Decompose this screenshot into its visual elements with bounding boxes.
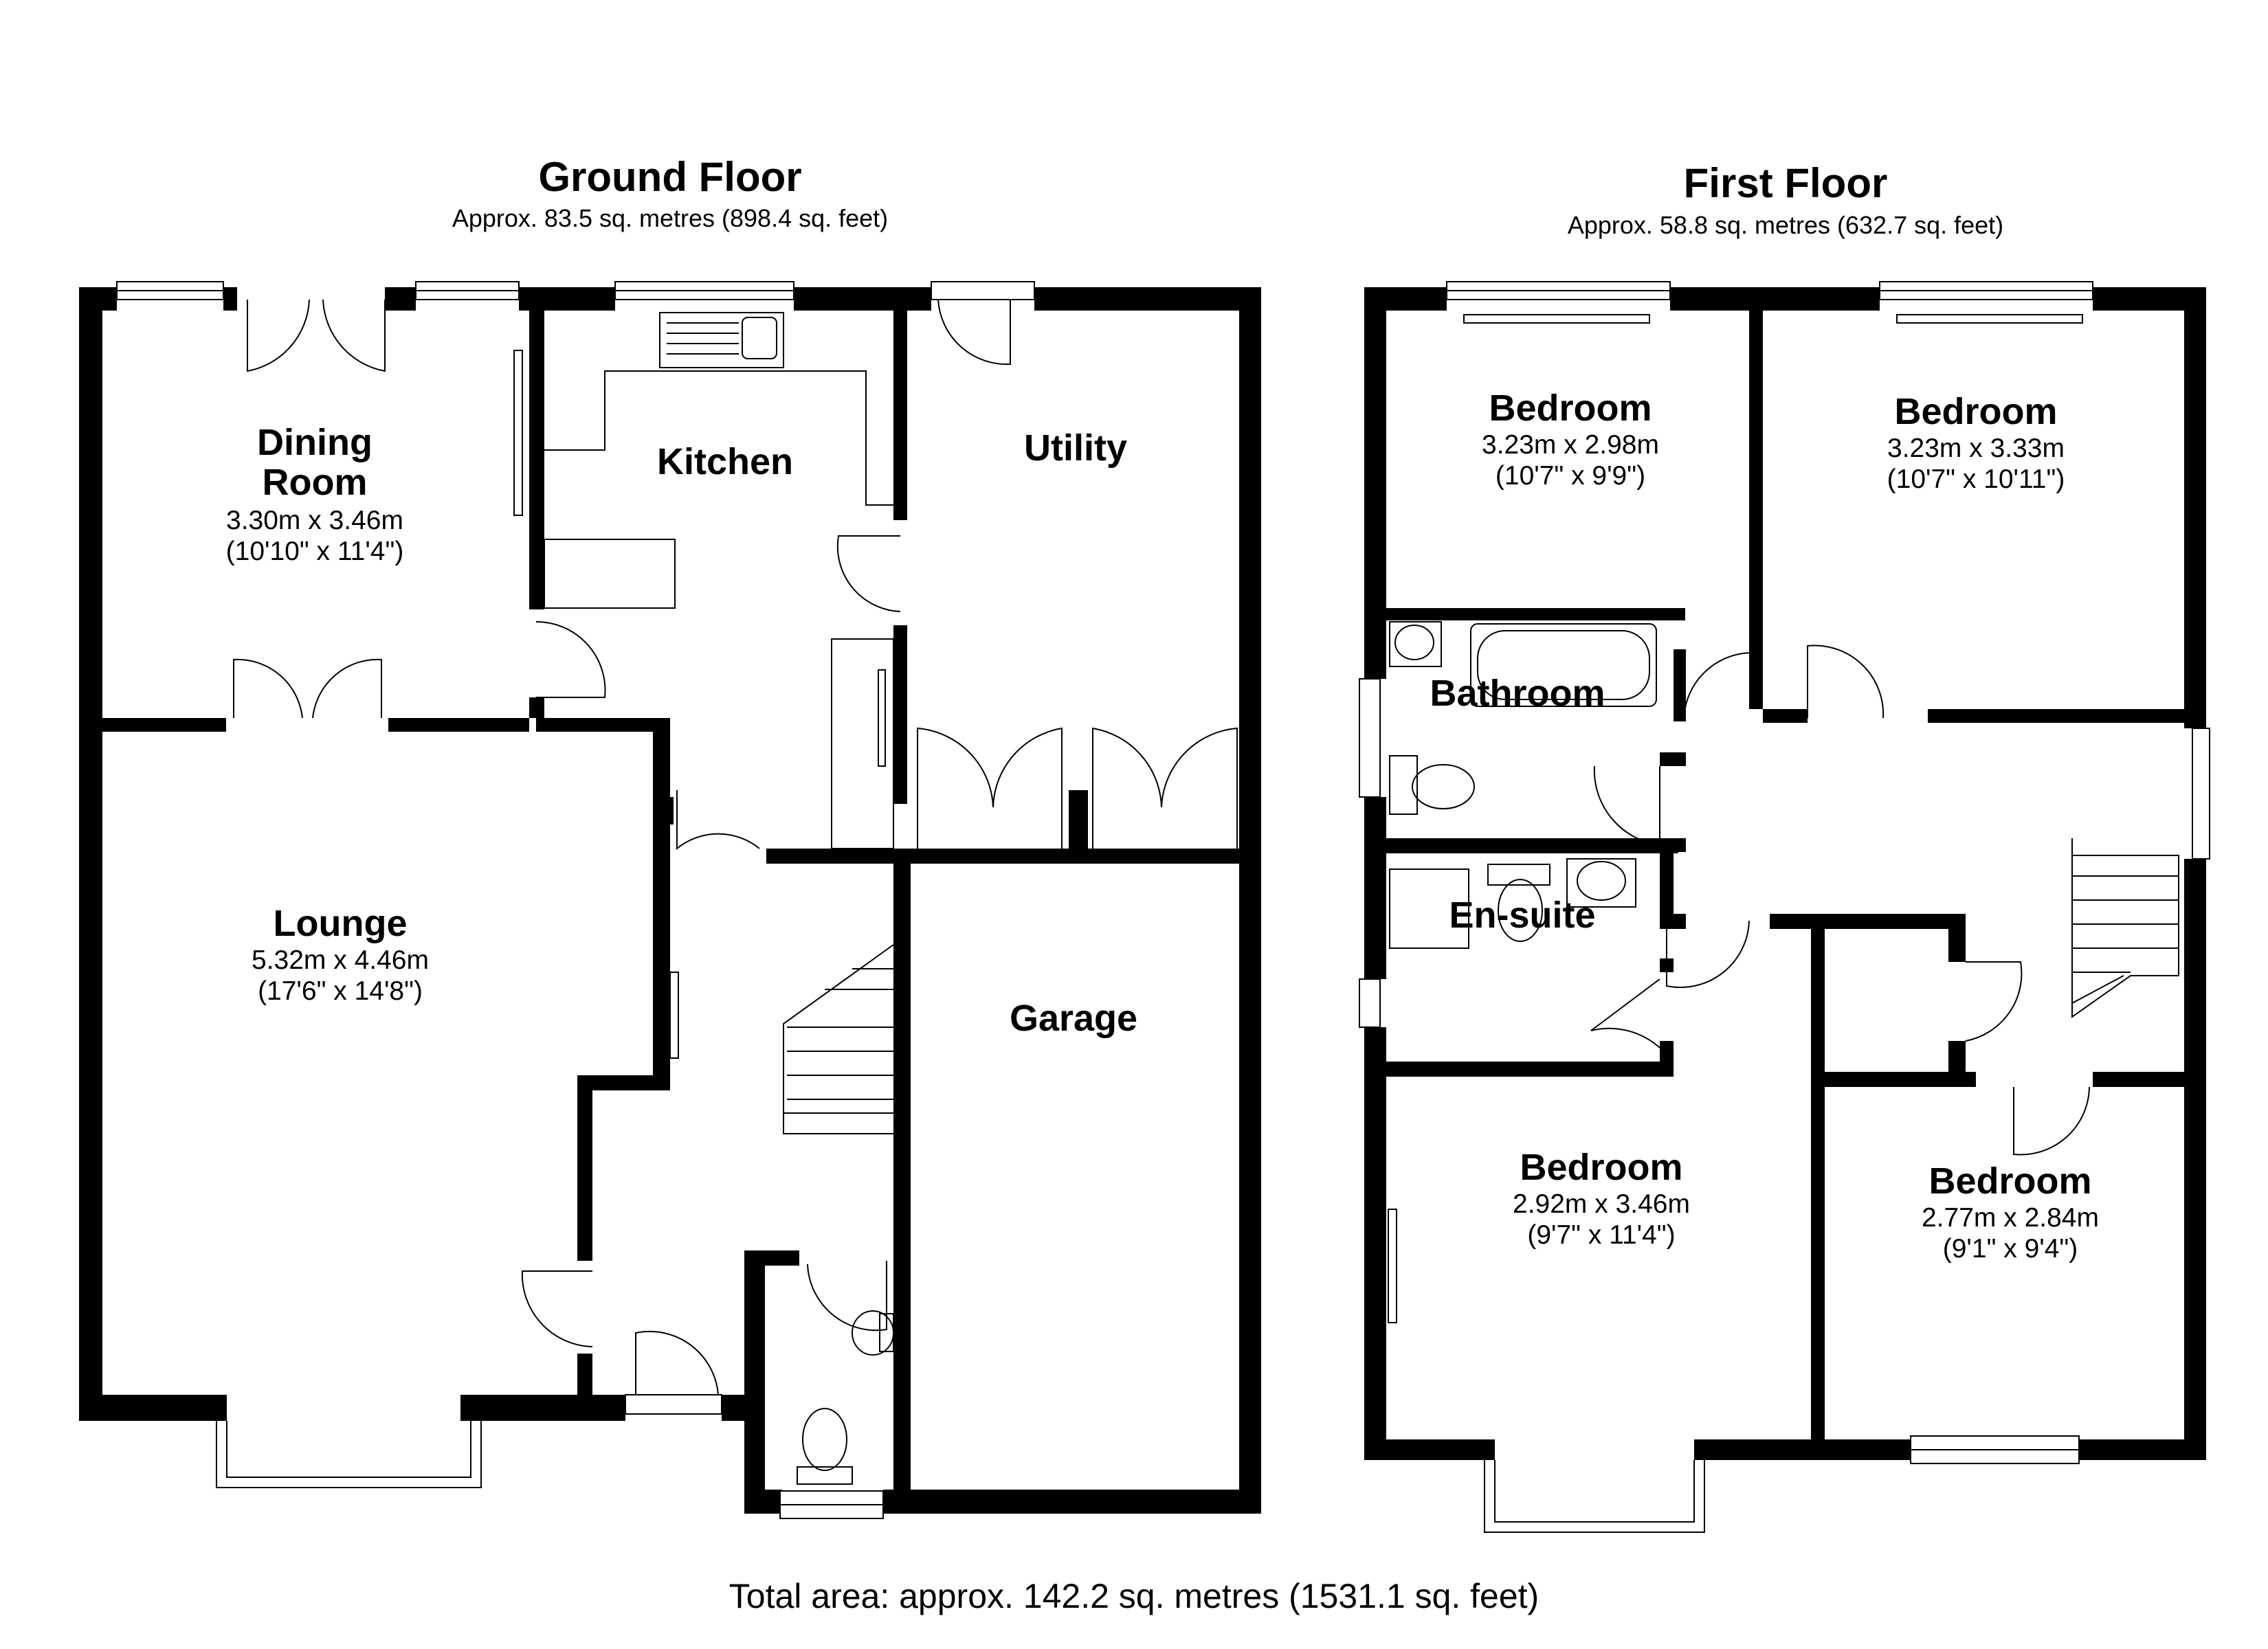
ground-floor-windows — [116, 281, 1035, 1519]
total-area: Total area: approx. 142.2 sq. metres (15… — [729, 1577, 1539, 1615]
room-name-bathroom: Bathroom — [1430, 673, 1605, 714]
room-name-kitchen: Kitchen — [657, 441, 793, 482]
room-dims-bedroom-bottom-left-imperial: (9'7" x 11'4") — [1527, 1220, 1675, 1250]
room-name-bedroom-bottom-left: Bedroom — [1520, 1147, 1682, 1188]
first-floor-title: First Floor — [1684, 160, 1888, 206]
room-dims-dining-metric: 3.30m x 3.46m — [226, 506, 403, 535]
first-floor-plan — [1359, 281, 2210, 1533]
room-name-lounge: Lounge — [274, 903, 408, 944]
room-dims-bedroom-bottom-right-imperial: (9'1" x 9'4") — [1943, 1234, 2078, 1264]
room-dims-bedroom-top-right-imperial: (10'7" x 10'11") — [1887, 464, 2065, 494]
room-name-dining-2: Room — [263, 462, 368, 503]
room-dims-bedroom-top-left-metric: 3.23m x 2.98m — [1482, 430, 1659, 460]
room-dims-dining-imperial: (10'10" x 11'4") — [226, 537, 404, 566]
room-name-bedroom-bottom-right: Bedroom — [1928, 1160, 2091, 1202]
room-dims-bedroom-top-left-imperial: (10'7" x 9'9") — [1496, 461, 1645, 491]
kitchen-fittings — [513, 312, 894, 1059]
ground-floor-labels: Ground Floor Approx. 83.5 sq. metres (89… — [226, 154, 1137, 1039]
room-name-bedroom-top-left: Bedroom — [1489, 388, 1652, 429]
first-floor-doors — [1590, 644, 2090, 1156]
ground-floor-plan — [79, 281, 1261, 1519]
room-name-dining-1: Dining — [257, 422, 373, 463]
room-dims-lounge-imperial: (17'6" x 14'8") — [258, 976, 423, 1006]
ground-floor-area: Approx. 83.5 sq. metres (898.4 sq. feet) — [452, 204, 888, 232]
room-dims-bedroom-bottom-left-metric: 2.92m x 3.46m — [1513, 1189, 1690, 1219]
room-name-utility: Utility — [1024, 427, 1127, 469]
first-floor-windows — [1359, 281, 2210, 1533]
first-floor-labels: First Floor Approx. 58.8 sq. metres (632… — [1430, 160, 2099, 1264]
ground-floor-stairs — [783, 944, 894, 1134]
first-floor-fittings — [1388, 314, 2179, 1323]
room-dims-bedroom-bottom-right-metric: 2.77m x 2.84m — [1922, 1203, 2099, 1233]
first-floor-walls — [1364, 287, 2206, 1460]
room-name-ensuite: En-suite — [1449, 895, 1595, 936]
room-name-bedroom-top-right: Bedroom — [1894, 391, 2057, 432]
ground-floor-title: Ground Floor — [538, 154, 801, 200]
room-dims-bedroom-top-right-metric: 3.23m x 3.33m — [1887, 434, 2065, 463]
wc-fittings — [797, 1310, 894, 1485]
room-name-garage: Garage — [1010, 998, 1137, 1039]
ground-floor-doors — [233, 299, 1238, 1395]
first-floor-area: Approx. 58.8 sq. metres (632.7 sq. feet) — [1568, 211, 2003, 239]
ground-floor-walls — [79, 287, 1261, 1514]
room-dims-lounge-metric: 5.32m x 4.46m — [252, 945, 429, 975]
